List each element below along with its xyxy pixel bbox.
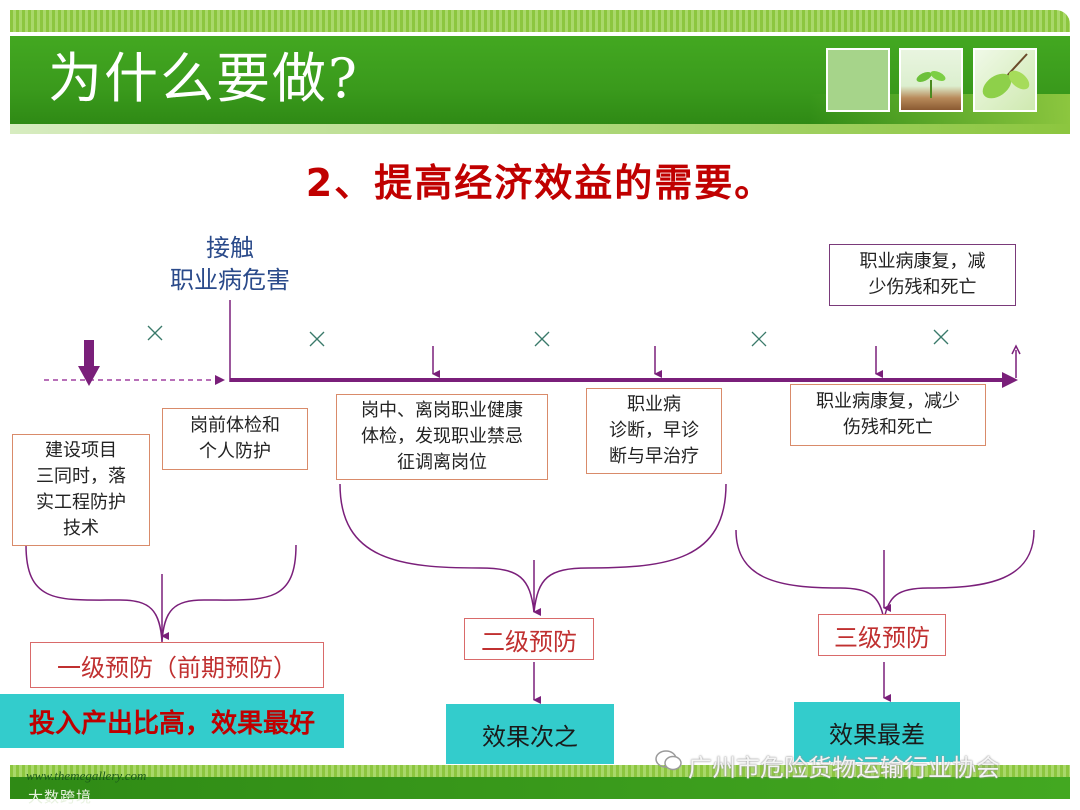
stage-box-line: 体检，发现职业禁忌 bbox=[361, 426, 523, 447]
exposure-label-line1: 接触 bbox=[206, 234, 254, 262]
stage-box-line: 征调离岗位 bbox=[397, 452, 487, 473]
leaf-icon bbox=[982, 53, 1030, 99]
effect-tertiary: 效果最差 bbox=[794, 702, 960, 762]
stage-box-construction: 建设项目 三同时，落 实工程防护 技术 bbox=[12, 434, 150, 546]
stage-box-line: 三同时，落 bbox=[36, 466, 126, 487]
stage-box-line: 职业病康复，减 bbox=[859, 251, 986, 272]
stage-box-rehab-top: 职业病康复，减 少伤残和死亡 bbox=[829, 244, 1016, 306]
footer-stripe bbox=[10, 765, 1070, 777]
stage-box-line: 建设项目 bbox=[45, 440, 117, 461]
watermark-right: 广州市危险货物运输行业协会 bbox=[688, 754, 1000, 782]
brace-tertiary bbox=[735, 529, 1035, 621]
sprout-icon bbox=[916, 71, 946, 98]
stage-box-line: 职业病 bbox=[627, 394, 681, 415]
cross-mark-icon bbox=[751, 331, 767, 347]
exposure-label: 接触 职业病危害 bbox=[150, 232, 310, 296]
stage-box-line: 个人防护 bbox=[199, 441, 271, 462]
stage-box-diagnosis: 职业病 诊断，早诊 断与早治疗 bbox=[586, 388, 722, 474]
stage-box-line: 实工程防护 bbox=[36, 492, 126, 513]
watermark-left: 大数跨境 bbox=[28, 788, 93, 806]
effect-secondary: 效果次之 bbox=[446, 704, 614, 764]
stage-box-line: 岗中、离岗职业健康 bbox=[361, 400, 523, 421]
level-primary: 一级预防（前期预防） bbox=[30, 642, 324, 688]
page-title: 为什么要做? bbox=[48, 47, 359, 110]
header-thumbnail-blank bbox=[826, 48, 890, 112]
stage-box-line: 少伤残和死亡 bbox=[868, 277, 977, 298]
stage-box-line: 岗前体检和 bbox=[190, 415, 280, 436]
cross-mark-icon bbox=[933, 329, 949, 345]
brace-primary bbox=[25, 544, 297, 643]
start-arrow-head bbox=[78, 366, 100, 386]
cross-mark-icon bbox=[147, 325, 163, 341]
footer-url: www.themegallery.com bbox=[26, 768, 147, 783]
stage-box-line: 技术 bbox=[63, 518, 99, 539]
brace-secondary bbox=[339, 483, 727, 613]
stage-box-onjob: 岗中、离岗职业健康 体检，发现职业禁忌 征调离岗位 bbox=[336, 394, 548, 480]
header-underline bbox=[10, 124, 1070, 134]
stage-box-rehab: 职业病康复，减少 伤残和死亡 bbox=[790, 384, 986, 446]
end-up-arrowhead bbox=[1011, 344, 1021, 355]
start-arrow-shaft bbox=[84, 340, 94, 368]
stage-box-line: 伤残和死亡 bbox=[843, 417, 933, 438]
slide-subtitle: 2、提高经济效益的需要。 bbox=[305, 161, 775, 205]
cross-mark-icon bbox=[309, 331, 325, 347]
stage-box-line: 诊断，早诊 bbox=[609, 420, 699, 441]
level-secondary: 二级预防 bbox=[464, 618, 594, 660]
level-tertiary: 三级预防 bbox=[818, 614, 946, 656]
stage-box-preemployment: 岗前体检和 个人防护 bbox=[162, 408, 308, 470]
stage-box-line: 职业病康复，减少 bbox=[816, 391, 960, 412]
cross-mark-icon bbox=[534, 331, 550, 347]
header-thumbnail-sprout bbox=[899, 48, 963, 112]
exposure-label-line2: 职业病危害 bbox=[170, 266, 290, 294]
wechat-icon bbox=[655, 750, 682, 771]
effect-primary: 投入产出比高，效果最好 bbox=[0, 694, 344, 748]
header-thumbnail-leaves bbox=[973, 48, 1037, 112]
header-top-stripe bbox=[10, 10, 1070, 32]
timeline-arrowhead bbox=[1002, 372, 1018, 388]
stage-box-line: 断与早治疗 bbox=[609, 446, 699, 467]
footer-bar bbox=[10, 777, 1070, 799]
